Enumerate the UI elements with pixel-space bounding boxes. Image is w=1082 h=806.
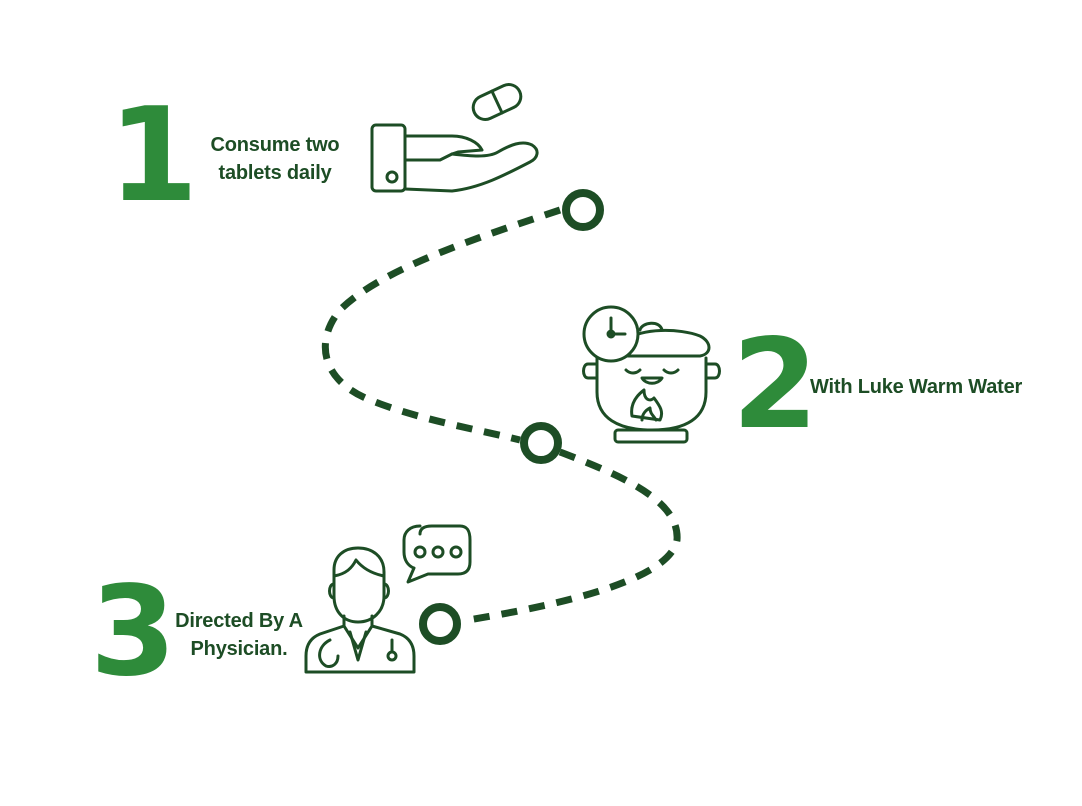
step-1-number: 1: [108, 79, 199, 231]
step-2-number: 2: [732, 313, 819, 457]
waypoint-1: [562, 189, 604, 231]
doctor-with-speech-bubble-icon: [304, 524, 472, 674]
step-1-text: Consume two tablets daily: [190, 131, 360, 187]
step-1-line-1: Consume two: [210, 134, 340, 156]
pot-with-timer-icon: [582, 305, 721, 444]
hand-with-pill-icon: [370, 83, 539, 193]
step-2-text: With Luke Warm Water: [810, 373, 1050, 401]
waypoint-2: [520, 422, 562, 464]
step-3-line-2: Physician.: [190, 638, 288, 660]
dashed-path-lower: [467, 448, 681, 624]
step-2-line-1: With Luke Warm Water: [810, 376, 1023, 398]
step-3-line-1: Directed By A: [175, 610, 303, 632]
step-3-number: 3: [90, 560, 177, 704]
waypoint-3: [419, 603, 461, 645]
step-3-text: Directed By A Physician.: [164, 607, 314, 663]
step-1-line-2: tablets daily: [218, 162, 332, 184]
dashed-path: [321, 206, 562, 444]
